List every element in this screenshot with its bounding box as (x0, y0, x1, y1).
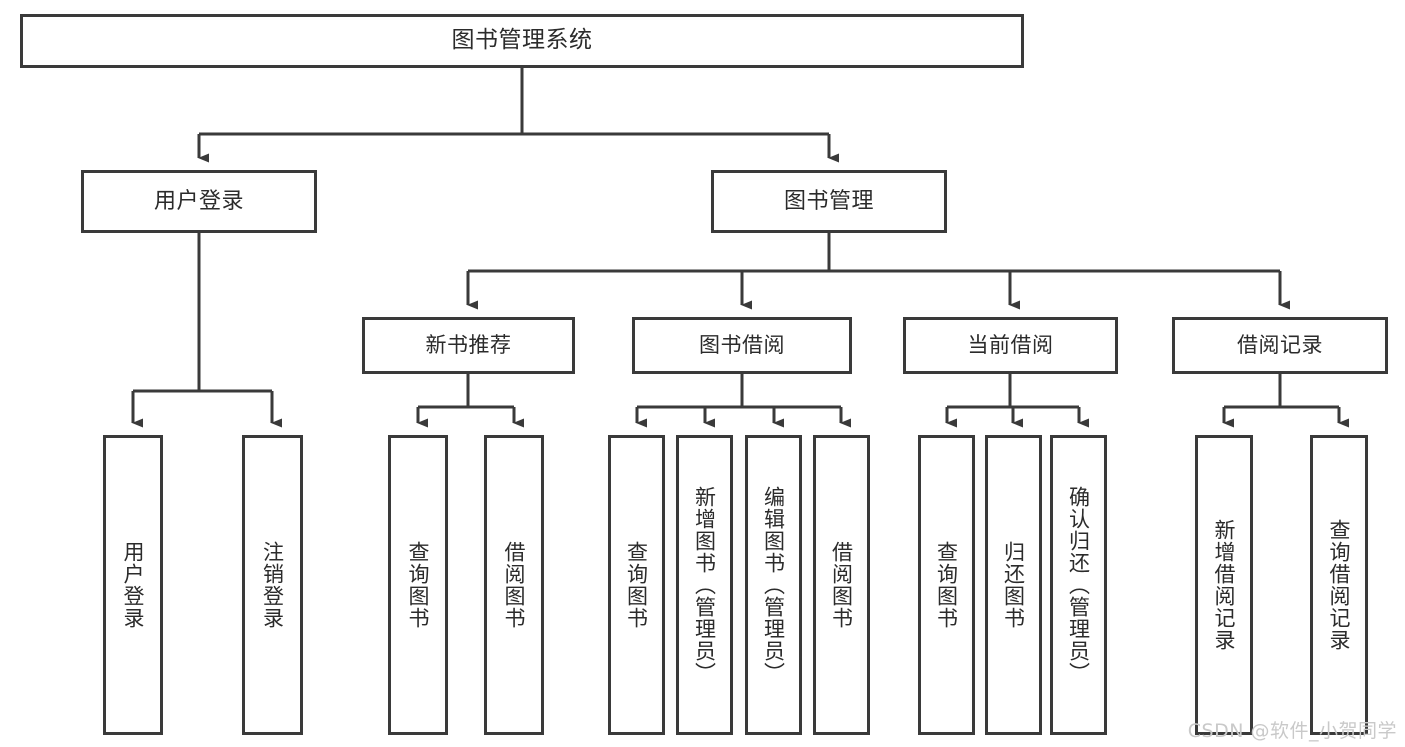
node-label: 用户登录 (121, 541, 146, 629)
node-label: 当前借阅 (967, 333, 1054, 358)
node-leaf-edit-book[interactable]: 编辑图书（管理员） (745, 435, 802, 735)
node-book-borrow[interactable]: 图书借阅 (632, 317, 852, 374)
connector-root-to-level1 (197, 68, 839, 163)
node-user-login[interactable]: 用户登录 (81, 170, 317, 233)
node-label: 查询图书 (406, 541, 431, 629)
connector-bookborrow-to-leaves (635, 374, 851, 428)
node-leaf-borrow-book-2[interactable]: 借阅图书 (813, 435, 870, 735)
connector-bookmanage-to-level2 (466, 233, 1290, 310)
node-leaf-query-book-1[interactable]: 查询图书 (388, 435, 448, 735)
node-label: 确认归还（管理员） (1066, 486, 1091, 684)
node-label: 新增图书（管理员） (692, 486, 717, 684)
node-label: 注销登录 (260, 541, 285, 629)
node-label: 借阅图书 (502, 541, 527, 629)
node-new-book-recommend[interactable]: 新书推荐 (362, 317, 575, 374)
node-borrow-record[interactable]: 借阅记录 (1172, 317, 1388, 374)
node-leaf-borrow-book-1[interactable]: 借阅图书 (484, 435, 544, 735)
node-leaf-add-borrow-record[interactable]: 新增借阅记录 (1195, 435, 1253, 735)
watermark-text: CSDN @软件_小贺同学 (1187, 720, 1397, 742)
node-label: 查询图书 (934, 541, 959, 629)
connector-currentborrow-to-leaves (945, 374, 1089, 428)
connector-userlogin-to-leaves (131, 233, 282, 428)
connector-borrowrecord-to-leaves (1222, 374, 1349, 428)
node-label: 借阅记录 (1237, 333, 1323, 358)
node-leaf-add-book[interactable]: 新增图书（管理员） (676, 435, 733, 735)
node-label: 归还图书 (1001, 541, 1026, 629)
node-label: 借阅图书 (829, 541, 854, 629)
node-label: 查询借阅记录 (1327, 519, 1352, 651)
node-leaf-query-book-2[interactable]: 查询图书 (608, 435, 665, 735)
node-leaf-query-book-3[interactable]: 查询图书 (918, 435, 975, 735)
node-label: 图书借阅 (699, 333, 785, 358)
node-label: 新书推荐 (425, 333, 512, 358)
node-label: 编辑图书（管理员） (761, 486, 786, 684)
node-label: 图书管理系统 (451, 27, 593, 54)
node-label: 用户登录 (153, 188, 244, 214)
node-label: 新增借阅记录 (1212, 519, 1237, 651)
node-label: 查询图书 (624, 541, 649, 629)
node-label: 图书管理 (783, 188, 874, 214)
node-leaf-return-book[interactable]: 归还图书 (985, 435, 1042, 735)
connector-newbook-to-leaves (416, 374, 524, 428)
node-book-manage[interactable]: 图书管理 (711, 170, 947, 233)
node-current-borrow[interactable]: 当前借阅 (903, 317, 1118, 374)
node-root-system[interactable]: 图书管理系统 (20, 14, 1024, 68)
node-leaf-user-logout[interactable]: 注销登录 (242, 435, 303, 735)
node-leaf-confirm-return[interactable]: 确认归还（管理员） (1050, 435, 1107, 735)
node-leaf-query-borrow-record[interactable]: 查询借阅记录 (1310, 435, 1368, 735)
node-leaf-user-login[interactable]: 用户登录 (103, 435, 163, 735)
